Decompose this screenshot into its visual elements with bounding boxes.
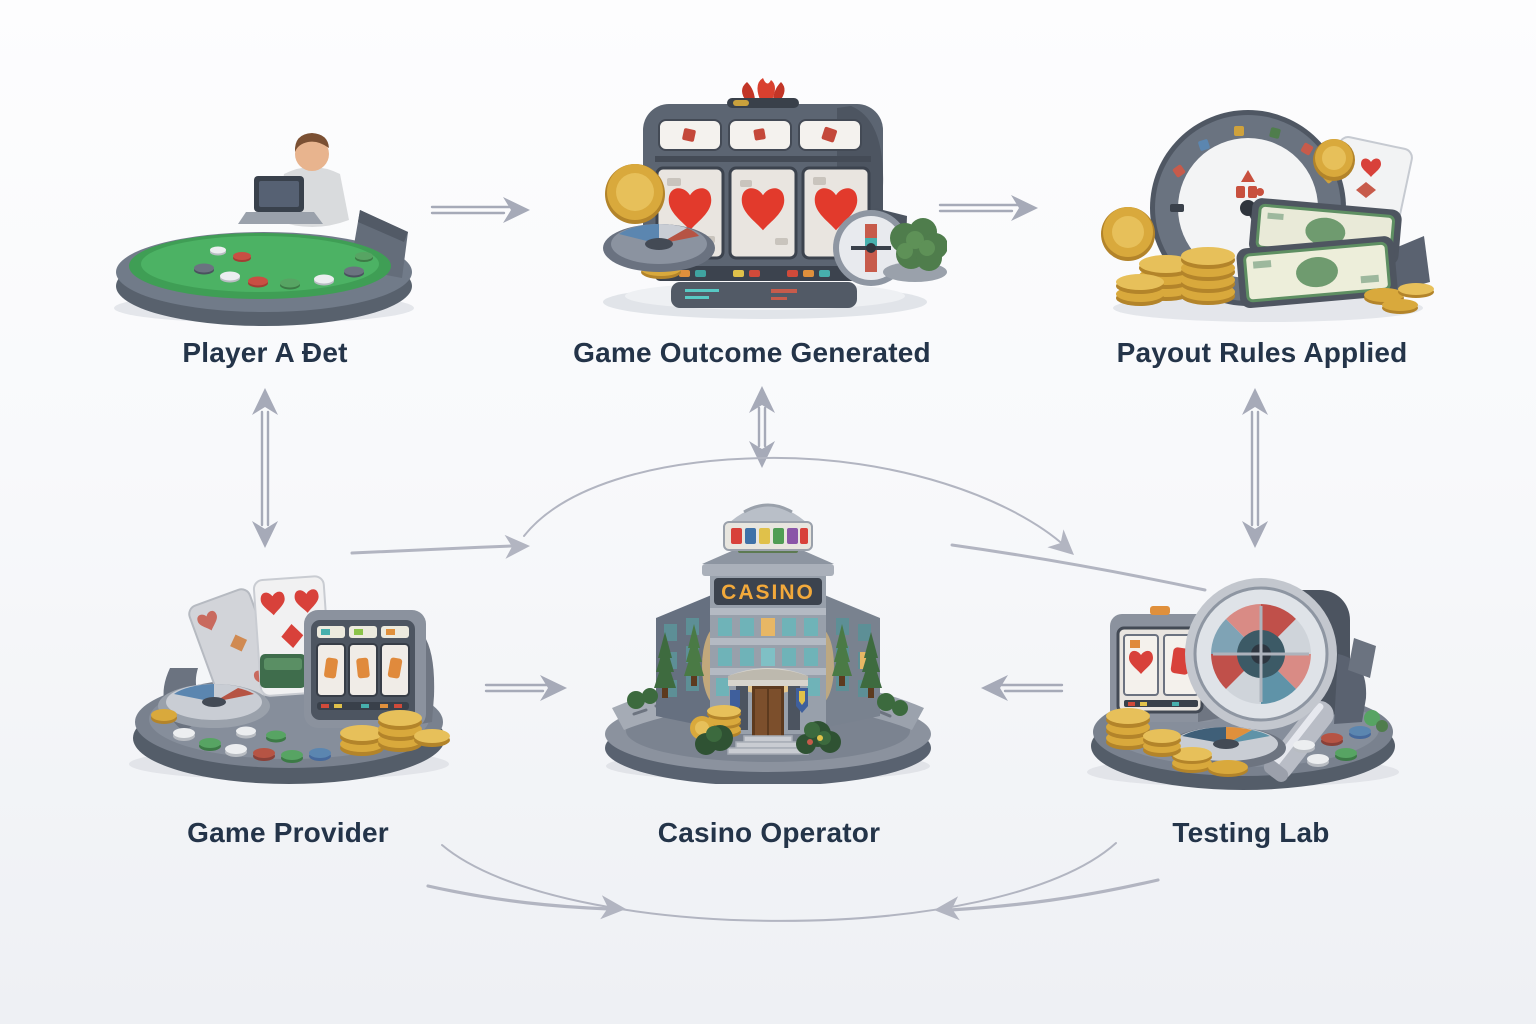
payout-gauge-coins-icon [1101, 110, 1434, 322]
node-testing-lab [1076, 542, 1410, 794]
node-player-bet [108, 82, 420, 330]
node-game-outcome [575, 76, 947, 324]
label-player-bet: Player A Ðet [182, 337, 348, 368]
straight-arrow-heads [252, 195, 1268, 701]
straight-arrow-shafts [260, 203, 1260, 693]
label-game-provider: Game Provider [187, 817, 389, 848]
label-game-outcome: Game Outcome Generated [573, 337, 931, 368]
magnifier-roulette-icon [1087, 578, 1399, 790]
casino-building-icon: CASINO [605, 503, 931, 784]
label-casino-operator: Casino Operator [657, 817, 881, 848]
label-testing-lab: Testing Lab [1172, 817, 1330, 848]
node-payout-rules [1078, 86, 1438, 326]
node-game-provider [118, 526, 460, 790]
curved-arrow-heads [504, 529, 1074, 921]
casino-sign-text: CASINO [721, 581, 815, 604]
player-at-casino-table-icon [114, 133, 414, 326]
curved-arrow-paths [350, 456, 1207, 922]
slot-machine-icon [603, 78, 947, 319]
node-casino-operator: CASINO [598, 476, 938, 784]
cards-slot-chips-icon [129, 575, 450, 784]
label-payout-rules: Payout Rules Applied [1116, 337, 1408, 368]
